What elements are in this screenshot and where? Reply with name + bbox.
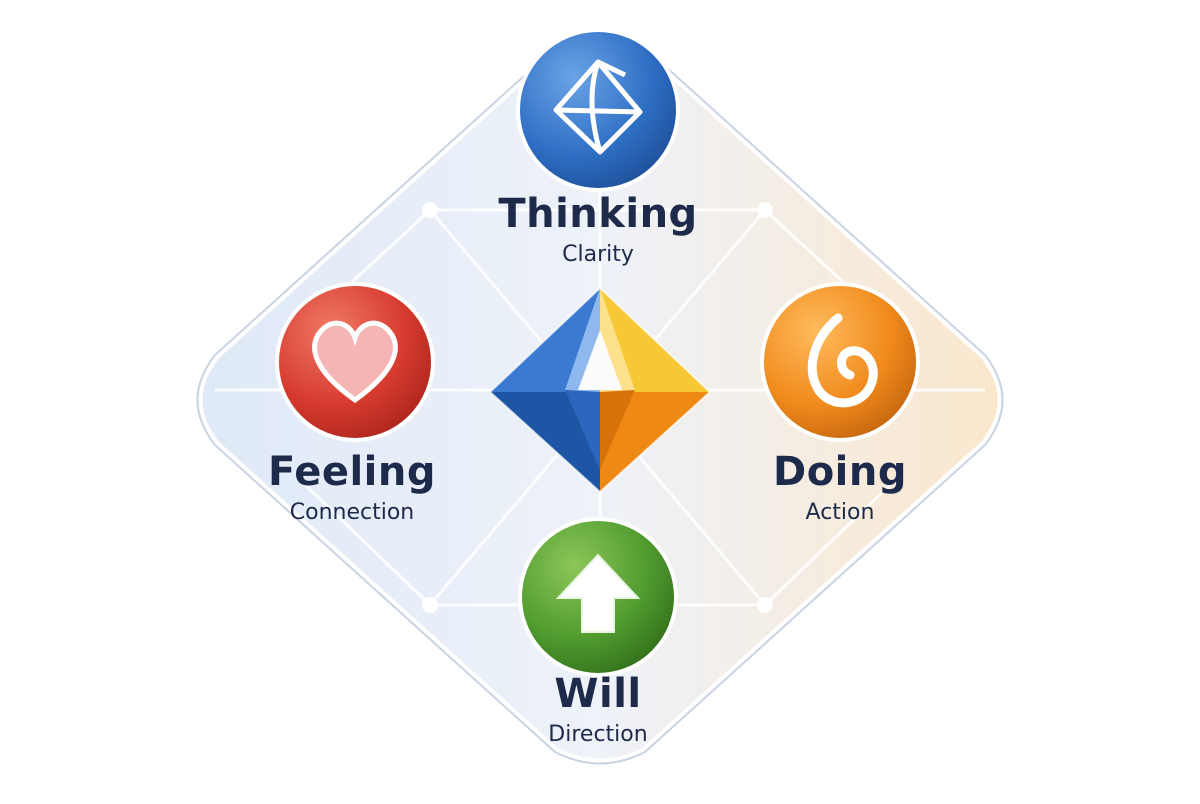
- thinking-subtitle: Clarity: [562, 242, 634, 267]
- pyramid-icon: [553, 59, 643, 155]
- feeling-title: Feeling: [268, 449, 436, 495]
- feeling-node: [275, 282, 435, 442]
- doing-label: Doing Action: [720, 450, 960, 526]
- doing-title: Doing: [772, 449, 907, 495]
- heart-icon: [312, 320, 398, 404]
- flame-icon: [807, 313, 878, 408]
- gem-icon: [489, 286, 712, 494]
- will-subtitle: Direction: [548, 722, 648, 747]
- will-title: Will: [554, 671, 642, 717]
- feeling-label: Feeling Connection: [232, 450, 472, 526]
- thinking-node: [516, 28, 680, 192]
- grid-nodes: [422, 202, 773, 613]
- will-label: Will Direction: [478, 672, 718, 748]
- thinking-title: Thinking: [498, 191, 698, 237]
- thinking-label: Thinking Clarity: [478, 192, 718, 268]
- will-node: [518, 517, 678, 677]
- feeling-subtitle: Connection: [289, 500, 415, 525]
- doing-node: [760, 282, 920, 442]
- doing-subtitle: Action: [805, 500, 875, 525]
- up-arrow-icon: [555, 553, 641, 633]
